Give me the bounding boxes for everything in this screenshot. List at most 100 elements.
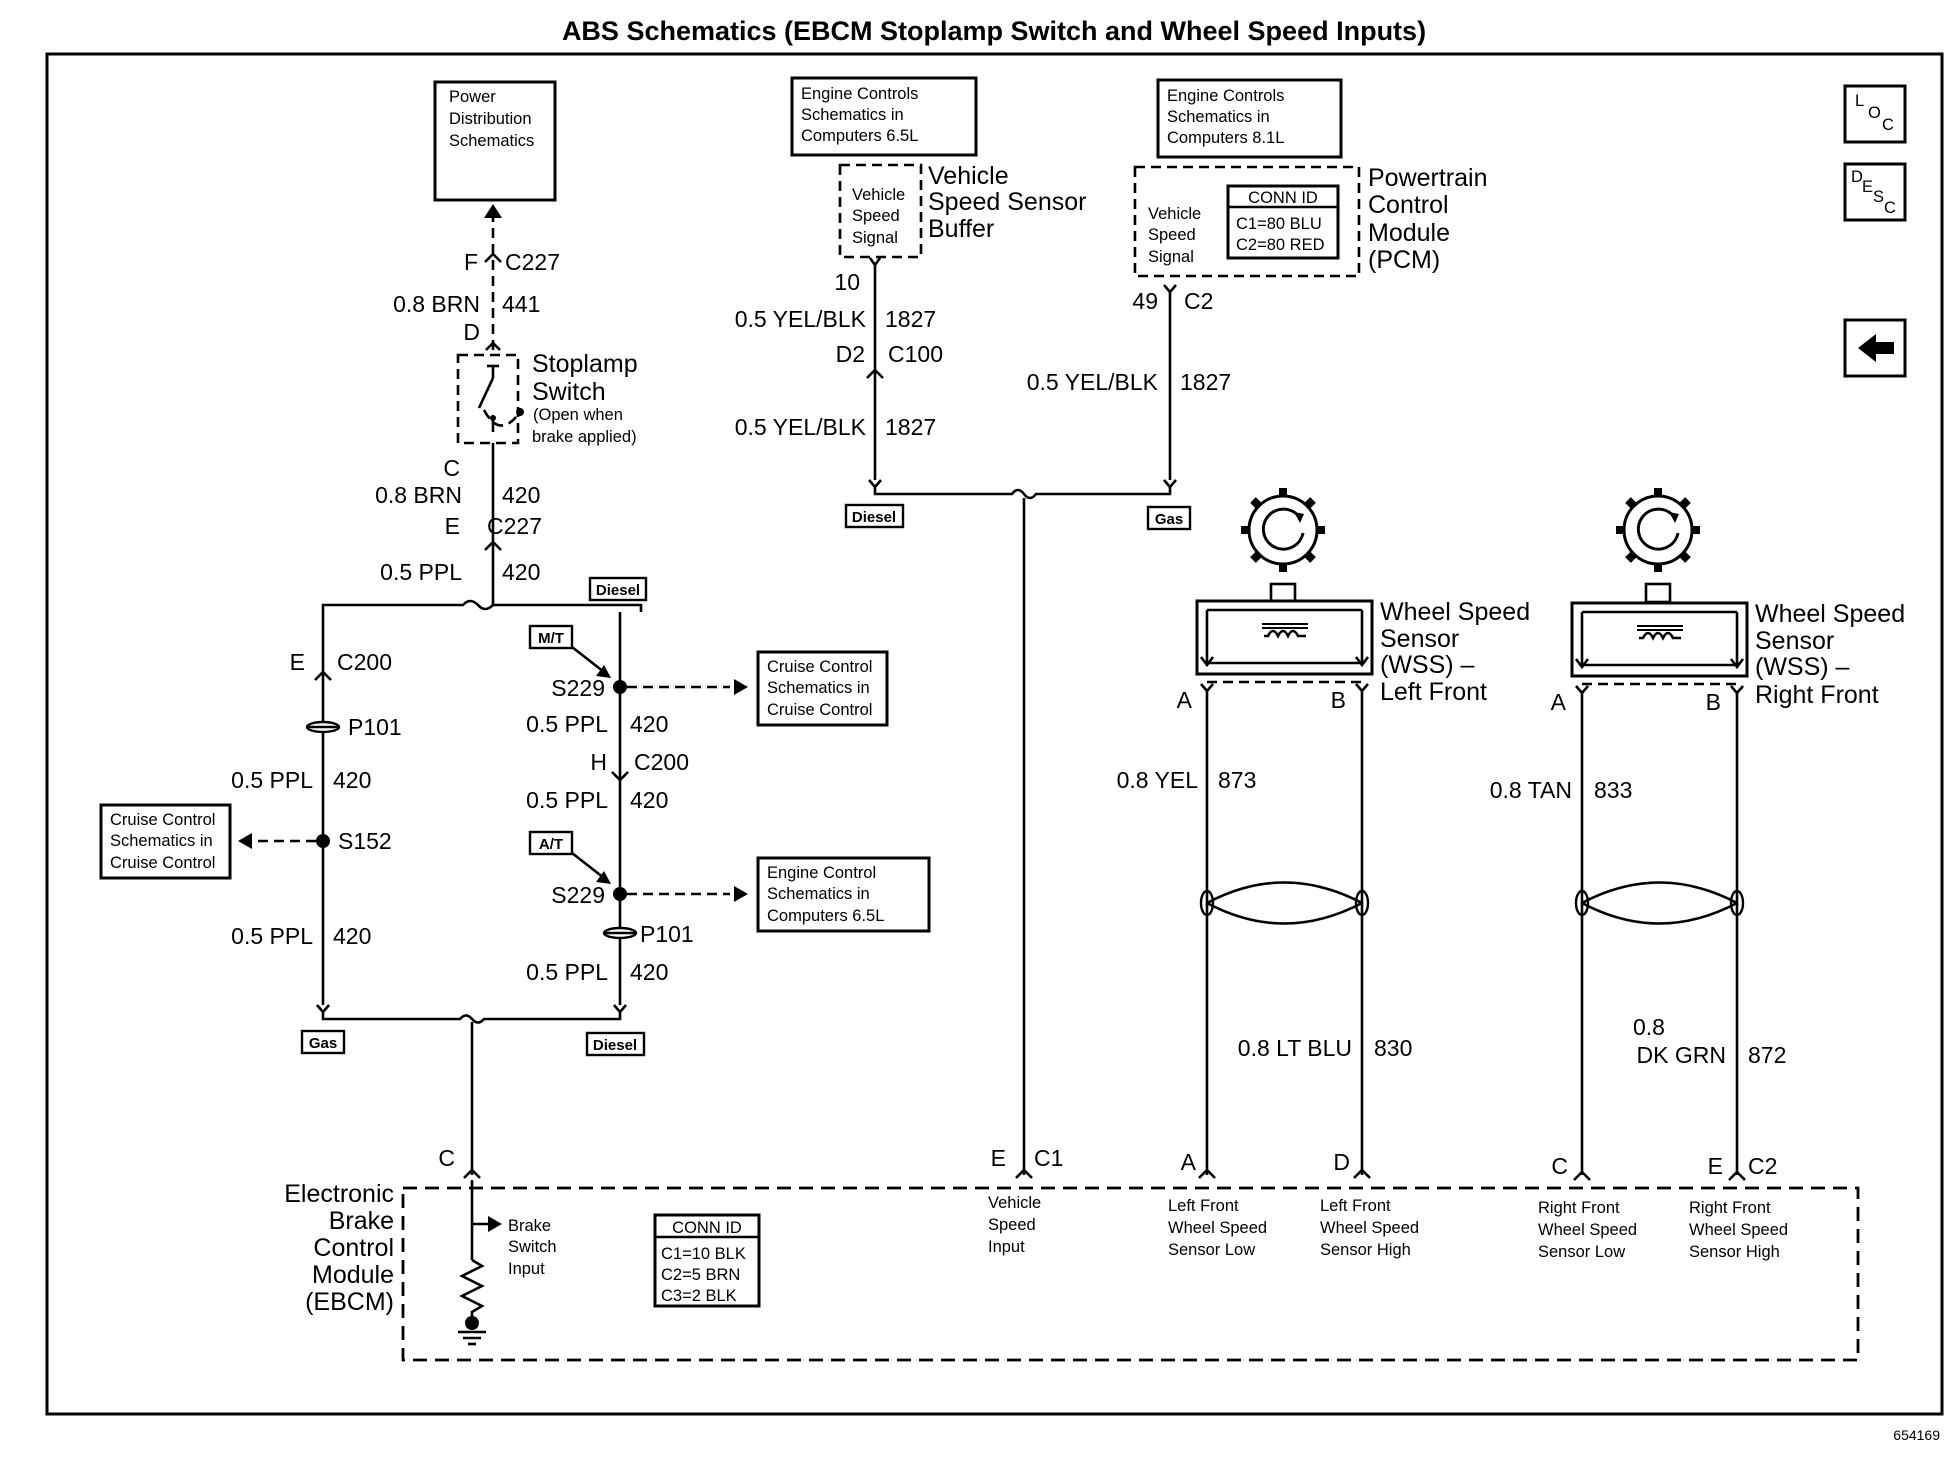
ref-text: Power [449, 88, 496, 106]
figure-number: 654169 [1893, 1427, 1940, 1443]
circuit-number: 1827 [885, 414, 936, 440]
diagram-title: ABS Schematics (EBCM Stoplamp Switch and… [562, 16, 1426, 46]
loc-button[interactable]: L O C [1843, 84, 1907, 144]
desc-button[interactable]: D E S C [1843, 162, 1907, 222]
connector-h-c200 [611, 771, 629, 782]
wire-end [613, 1004, 627, 1014]
ref-engine-control-at[interactable]: Engine Control Schematics in Computers 6… [756, 856, 931, 933]
wss-rf-label: (WSS) – [1755, 653, 1850, 681]
ref-text: Cruise Control [110, 854, 215, 872]
connector-ebcm-d [1353, 1168, 1371, 1179]
wire-color: 0.5 PPL [231, 923, 313, 949]
circuit-number: 420 [333, 923, 371, 949]
vss-buffer-label: Buffer [928, 215, 994, 243]
wire-color: 0.8 LT BLU [1238, 1035, 1352, 1061]
pin-h: H [590, 749, 607, 775]
stoplamp-switch-label: Stoplamp [532, 350, 638, 378]
pin-a-tip [1200, 683, 1214, 693]
twisted-pair-icon [1206, 881, 1363, 925]
input-label: Wheel Speed [1168, 1219, 1267, 1237]
ref-engine-controls-65[interactable]: Engine Controls Schematics in Computers … [790, 76, 978, 157]
at-leader [571, 851, 605, 880]
conn-id: C1=10 BLK [661, 1245, 746, 1263]
circuit-number: 830 [1374, 1035, 1412, 1061]
input-label: Right Front [1538, 1199, 1620, 1217]
svg-text:Gas: Gas [309, 1035, 337, 1052]
loc-letter-c: C [1882, 116, 1894, 134]
tone-ring-icon [1241, 488, 1325, 572]
svg-text:Diesel: Diesel [852, 509, 896, 526]
ref-text: Distribution [449, 110, 532, 128]
wire-color: 0.5 YEL/BLK [735, 414, 867, 440]
pin-a: A [1181, 1149, 1197, 1175]
ref-text: Schematics in [767, 679, 870, 697]
pin-label: Vehicle [1148, 205, 1201, 223]
svg-text:Diesel: Diesel [596, 582, 640, 599]
splice-label: P101 [640, 921, 694, 947]
pin-d: D [463, 319, 480, 345]
wire-color: 0.5 PPL [526, 711, 608, 737]
conn-id: C2=80 RED [1236, 236, 1325, 254]
wss-lf-label: Wheel Speed [1380, 598, 1530, 626]
connector-ebcm-c2 [1573, 1170, 1591, 1181]
diagram-frame [45, 52, 1944, 1416]
twist-end [1199, 889, 1215, 917]
splice-s229-mt [613, 680, 627, 694]
input-label: Input [988, 1238, 1025, 1256]
back-arrow-icon [1858, 334, 1894, 362]
wire-color: 0.5 PPL [380, 559, 462, 585]
wss-rf-label: Sensor [1755, 627, 1834, 655]
splice-s152 [316, 834, 330, 848]
ref-text: Schematics in [767, 885, 870, 903]
conn-c2: C2 [1748, 1153, 1777, 1179]
pcm-label: Powertrain [1368, 164, 1488, 192]
splice-label: S229 [551, 882, 605, 908]
brake-input-label: Switch [508, 1238, 557, 1256]
ref-engine-controls-81[interactable]: Engine Controls Schematics in Computers … [1156, 78, 1343, 159]
circuit-number: 420 [630, 711, 668, 737]
ebcm-label: (EBCM) [305, 1288, 394, 1316]
wire-color: 0.8 YEL [1117, 767, 1199, 793]
ref-cruise-control-left[interactable]: Cruise Control Schematics in Cruise Cont… [99, 803, 232, 880]
connector-d [485, 341, 501, 351]
stoplamp-note: brake applied) [532, 428, 637, 446]
pcm-label: (PCM) [1368, 246, 1440, 274]
connector-c100 [866, 368, 884, 379]
conn-c100: C100 [888, 341, 943, 367]
wss-lf-label: Left Front [1380, 678, 1487, 706]
back-button[interactable] [1843, 318, 1907, 378]
splice-label: P101 [348, 714, 402, 740]
conn-c227: C227 [487, 513, 542, 539]
arrow-icon [596, 665, 611, 678]
ebcm-label: Control [313, 1234, 394, 1262]
pcm-box: Vehicle Speed Signal CONN ID C1=80 BLU C… [1133, 165, 1361, 278]
twist-end [1729, 889, 1745, 917]
ebcm-label: Module [312, 1261, 394, 1289]
input-label: Wheel Speed [1689, 1221, 1788, 1239]
circuit-number: 873 [1218, 767, 1256, 793]
conn-c227: C227 [505, 249, 560, 275]
arrow-right-icon [488, 1216, 502, 1232]
pin-d2: D2 [836, 341, 865, 367]
ref-cruise-control-mt[interactable]: Cruise Control Schematics in Cruise Cont… [756, 650, 889, 727]
conn-c200: C200 [634, 749, 689, 775]
pin-e: E [991, 1145, 1006, 1171]
arrow-right-icon [734, 886, 748, 902]
circuit-number: 420 [333, 767, 371, 793]
input-label: Sensor Low [1168, 1241, 1255, 1259]
pin-49-tip [1163, 284, 1177, 294]
desc-letter-d: D [1851, 168, 1863, 186]
wire-color: 0.8 [1633, 1014, 1665, 1040]
wire-color: 0.8 BRN [375, 482, 462, 508]
stoplamp-note: (Open when [533, 406, 623, 424]
circuit-number: 420 [630, 787, 668, 813]
twist-end [1574, 889, 1590, 917]
wire-color: 0.5 PPL [526, 959, 608, 985]
circuit-number: 441 [502, 291, 540, 317]
circuit-number: 833 [1594, 777, 1632, 803]
conn-c2: C2 [1184, 288, 1213, 314]
pin-label: Signal [1148, 248, 1194, 266]
ref-power-distribution[interactable]: Power Distribution Schematics [433, 80, 557, 202]
loc-letter-o: O [1868, 104, 1881, 122]
input-label: Sensor Low [1538, 1243, 1625, 1261]
